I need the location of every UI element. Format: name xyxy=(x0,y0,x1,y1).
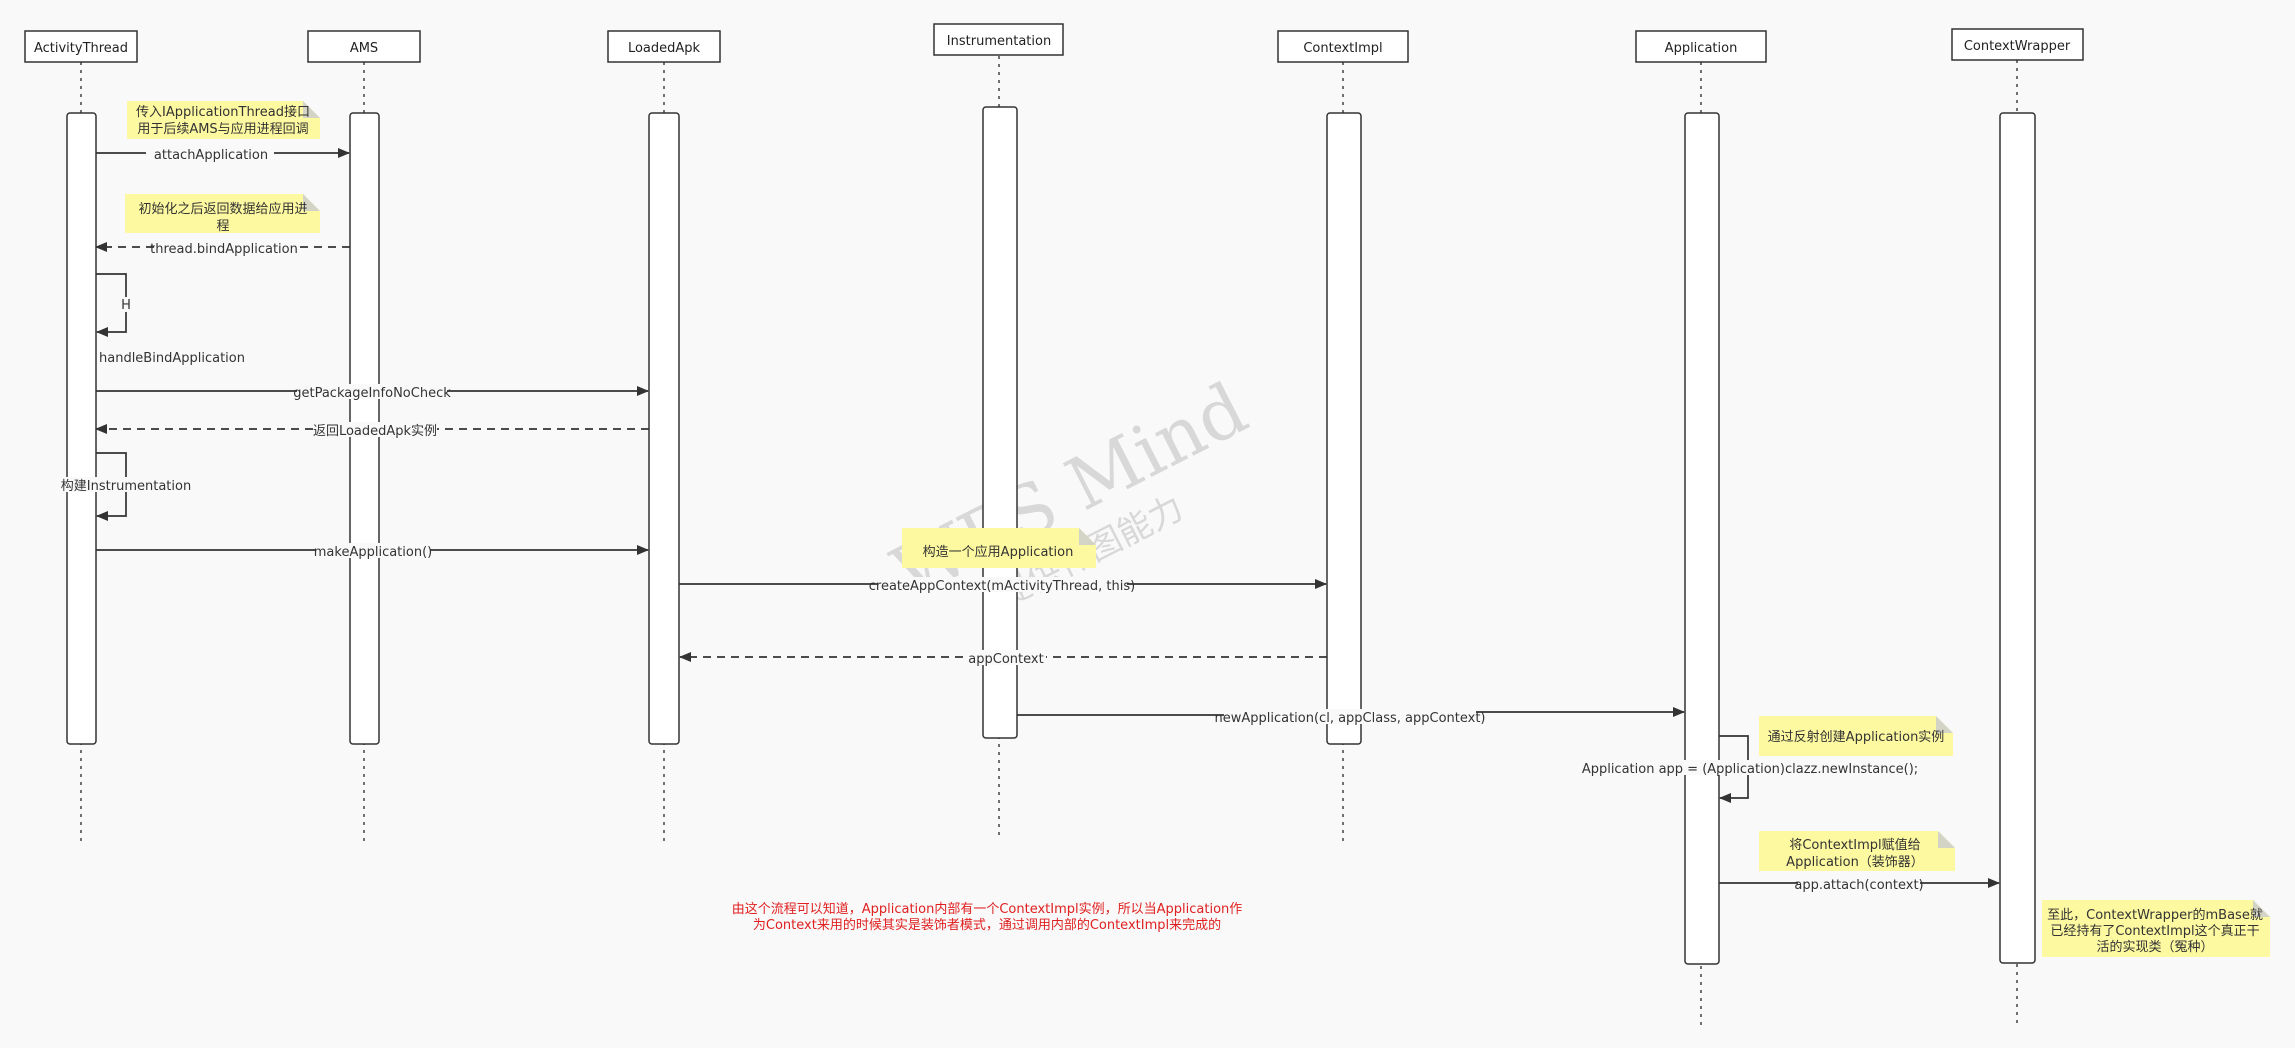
note-assign-impl-line2: Application（装饰器） xyxy=(1786,855,1924,870)
activation-contextwrapper xyxy=(1999,112,2036,964)
label-new-instance: Application app = (Application)clazz.new… xyxy=(1582,762,1918,777)
note-init-return-line2: 程 xyxy=(216,219,229,234)
note-init-return-line1: 初始化之后返回数据给应用进 xyxy=(138,201,307,217)
activation-loadedapk xyxy=(648,112,680,745)
message-labels: attachApplication thread.bindApplication… xyxy=(61,146,1924,893)
label-bind-application: thread.bindApplication xyxy=(150,242,298,257)
label-handle-bind-application: handleBindApplication xyxy=(99,351,245,366)
label-build-instrumentation: 构建Instrumentation xyxy=(61,479,191,494)
activation-instrumentation xyxy=(982,106,1018,739)
note-pass-thread-line1: 传入IApplicationThread接口 xyxy=(136,104,310,120)
note-final-line1: 至此，ContextWrapper的mBase就 xyxy=(2047,907,2263,923)
label-app-attach: app.attach(context) xyxy=(1794,878,1923,893)
participant-application: Application xyxy=(1665,41,1738,56)
activation-application xyxy=(1684,112,1720,965)
summary-line2: 为Context来用的时候其实是装饰者模式，通过调用内部的ContextImpl… xyxy=(753,917,1221,933)
activation-contextimpl xyxy=(1326,112,1362,745)
label-get-package-info: getPackageInfoNoCheck xyxy=(293,386,451,401)
note-reflect-create: 通过反射创建Application实例 xyxy=(1759,716,1953,756)
note-reflect-create-text: 通过反射创建Application实例 xyxy=(1768,729,1945,745)
note-construct-app-text: 构造一个应用Application xyxy=(923,544,1074,560)
participant-ams: AMS xyxy=(350,41,378,56)
note-assign-impl-line1: 将ContextImpl赋值给 xyxy=(1789,837,1920,853)
label-make-application: makeApplication() xyxy=(314,545,432,560)
label-create-app-context: createAppContext(mActivityThread, this) xyxy=(869,579,1135,594)
note-final: 至此，ContextWrapper的mBase就 已经持有了ContextImp… xyxy=(2042,900,2270,957)
summary: 由这个流程可以知道，Application内部有一个ContextImpl实例，… xyxy=(732,901,1243,933)
label-attach-application: attachApplication xyxy=(154,148,268,163)
watermark: WPS Mind 提供作图能力 xyxy=(880,366,1260,616)
note-assign-impl: 将ContextImpl赋值给 Application（装饰器） xyxy=(1759,831,1955,871)
participant-loadedapk: LoadedApk xyxy=(628,41,701,56)
participant-contextimpl: ContextImpl xyxy=(1303,41,1382,56)
note-init-return: 初始化之后返回数据给应用进 程 xyxy=(125,194,320,234)
participant-instrumentation: Instrumentation xyxy=(947,34,1051,49)
note-pass-thread: 传入IApplicationThread接口 用于后续AMS与应用进程回调 xyxy=(127,101,320,139)
label-h: H xyxy=(121,298,131,313)
note-final-line3: 活的实现类（冤种） xyxy=(2096,939,2213,955)
activation-activitythread xyxy=(66,112,97,745)
participant-activitythread: ActivityThread xyxy=(34,41,128,56)
note-pass-thread-line2: 用于后续AMS与应用进程回调 xyxy=(137,121,308,137)
note-construct-app: 构造一个应用Application xyxy=(902,528,1096,568)
label-app-context: appContext xyxy=(968,652,1043,667)
label-new-application: newApplication(cl, appClass, appContext) xyxy=(1214,711,1485,726)
summary-line1: 由这个流程可以知道，Application内部有一个ContextImpl实例，… xyxy=(732,901,1243,917)
note-final-line2: 已经持有了ContextImpl这个真正干 xyxy=(2050,923,2259,939)
participant-headers: ActivityThread AMS LoadedApk Instrumenta… xyxy=(24,23,2084,63)
label-return-loadedapk: 返回LoadedApk实例 xyxy=(313,424,437,439)
participant-contextwrapper: ContextWrapper xyxy=(1964,39,2071,54)
notes: 传入IApplicationThread接口 用于后续AMS与应用进程回调 初始… xyxy=(125,101,2270,957)
